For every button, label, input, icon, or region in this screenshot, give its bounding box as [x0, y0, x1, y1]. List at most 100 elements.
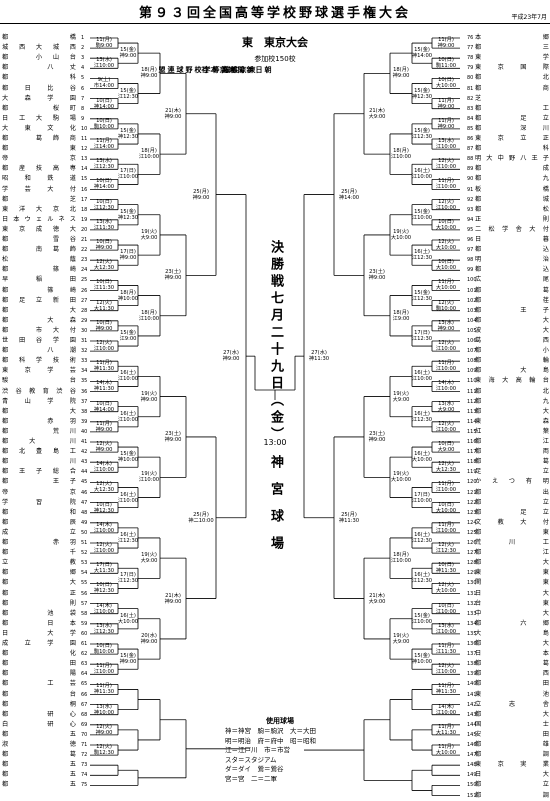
team-number: 141 [467, 691, 477, 698]
match-label: 20(水)神9:00 [140, 632, 158, 645]
team-name: 都 大森 [2, 316, 76, 324]
team-name: 本 郷 [475, 34, 549, 41]
team-name: 都 五 [2, 761, 76, 769]
team-name: 学芸大付 [2, 185, 76, 193]
team-name: 都 科 [2, 74, 76, 82]
team-number: 81 [467, 85, 474, 92]
match-label: 11(月)神11:30 [93, 683, 115, 696]
team-number: 110 [467, 378, 477, 385]
team-name: 都 深川 [475, 124, 549, 132]
team-name: 都 小 [475, 347, 549, 355]
match-label: 16(土)大10:00 [117, 612, 139, 625]
team-number: 51 [81, 540, 88, 546]
match-label: 10(日)江10:00 [435, 602, 457, 615]
team-name: 日 大学 [2, 629, 76, 637]
team-name: 都 小山台 [2, 54, 76, 62]
team-name: 都 赤羽 [2, 539, 76, 546]
match-label: 18(月)江10:00 [138, 148, 160, 161]
team-number: 50 [81, 529, 88, 536]
venue-legend-row: スタ＝スタジアム [225, 755, 277, 764]
match-label: 13(水)神9:00 [437, 319, 455, 332]
team-name: 都 大 [475, 640, 549, 647]
match-label: 18(月)神10:00 [117, 289, 139, 302]
team-entry: 都 大 55 [2, 578, 88, 588]
match-label: 13(水)大9:00 [437, 400, 455, 413]
team-name: 都 雪谷 [2, 236, 76, 243]
team-number: 9 [81, 115, 85, 122]
team-name: 都 大 [2, 579, 76, 587]
match-label: 23(土)神9:00 [368, 430, 386, 443]
team-name: 淑徳 [2, 741, 76, 748]
team-number: 133 [467, 610, 477, 617]
team-number: 127 [467, 550, 477, 557]
team-name: 東京実業 [475, 761, 549, 769]
team-name: 都 南葛飾 [2, 246, 76, 254]
team-name: 都 北 [475, 387, 549, 395]
team-number: 107 [467, 348, 477, 355]
match-label: 10(日)神11:30 [435, 562, 457, 575]
team-name: 都 五 [2, 771, 76, 779]
team-name: 東 学 [475, 54, 549, 62]
team-name: 東京成徳大 [2, 225, 76, 233]
match-label: 15(金)神9:00 [119, 47, 137, 60]
team-name: 板 橋 [475, 185, 549, 193]
match-label: 25(月)神9:00 [192, 188, 210, 201]
match-label: 16(土)江12:30 [411, 410, 433, 423]
match-label: 13(水)江12:30 [93, 622, 115, 635]
team-number: 128 [467, 560, 477, 567]
match-label: 10(日)江11:30 [93, 279, 115, 292]
team-number: 74 [81, 772, 88, 779]
team-number: 104 [467, 317, 477, 324]
team-number: 113 [467, 408, 477, 415]
match-label: 13(水)江11:30 [93, 218, 115, 231]
match-label: 13(水)江10:00 [435, 622, 457, 635]
team-name: 都 両 [475, 448, 549, 456]
team-name: 都 雄 [475, 741, 549, 748]
match-label: 16(土)江12:30 [411, 249, 433, 262]
team-number: 55 [81, 580, 88, 587]
team-name: 都 葛 [475, 286, 549, 294]
match-label: 25(月)神二10:00 [188, 511, 214, 524]
match-label: 10(日)大10:00 [435, 501, 457, 514]
team-name: 都 江 [475, 438, 549, 445]
team-number: 139 [467, 671, 477, 678]
team-name: 都 荒川 [2, 427, 76, 435]
team-entry: 都 五 74 [2, 770, 88, 780]
team-number: 37 [81, 398, 88, 405]
team-number: 17 [81, 196, 88, 203]
match-label: 12(火)大10:00 [435, 239, 457, 252]
team-number: 132 [467, 600, 477, 607]
team-number: 5 [81, 75, 85, 82]
team-name: 都 辰 [2, 518, 76, 526]
team-name: 紅 葉 [475, 427, 549, 435]
team-name: 大東文化 [2, 124, 76, 132]
